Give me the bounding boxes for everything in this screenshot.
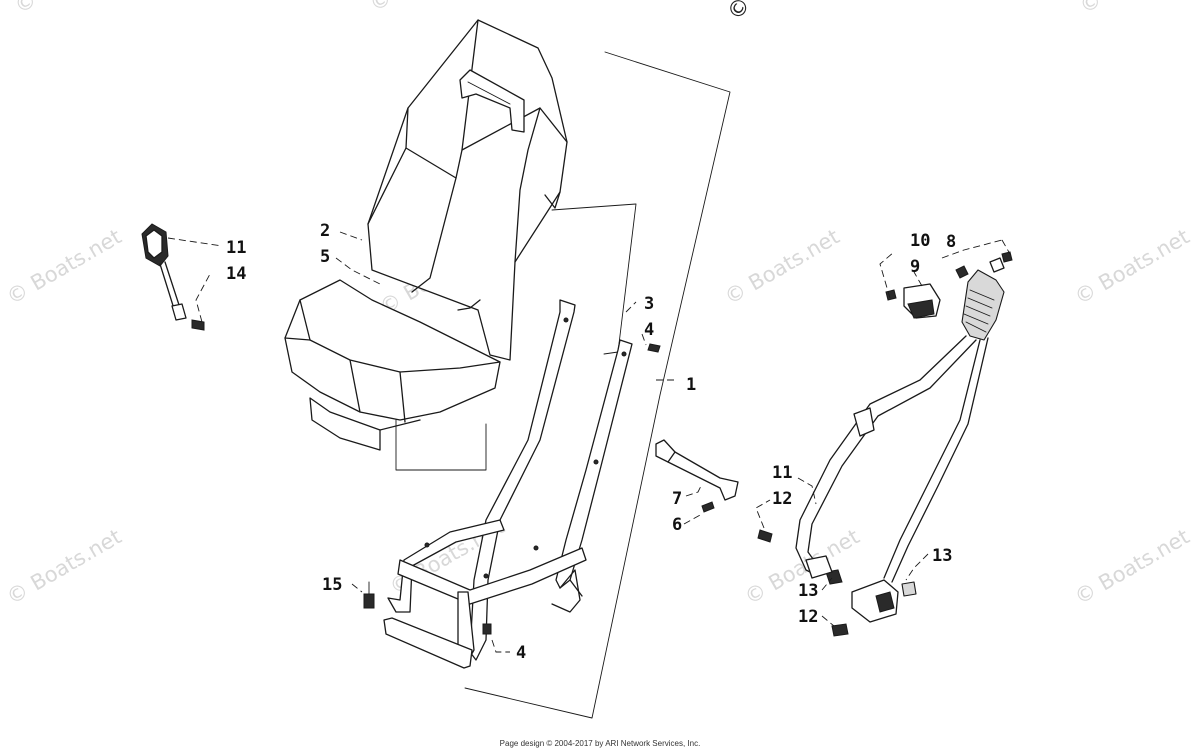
watermark: © Boats.net	[11, 0, 134, 18]
callout-4: 4	[644, 320, 654, 340]
bolt-15	[363, 581, 375, 609]
buckle-stalk	[141, 223, 205, 331]
screw-6	[701, 501, 715, 513]
callout-1: 1	[686, 375, 696, 395]
callout-7: 7	[672, 489, 682, 509]
watermark: © Boats.net	[366, 0, 489, 16]
callout-11: 11	[772, 463, 792, 483]
mounting-bracket	[655, 439, 739, 501]
watermark: © Boats.net	[1071, 524, 1194, 609]
seat-belt-retractor	[795, 251, 1013, 623]
watermark: © Boats.net	[3, 224, 126, 309]
callout-13: 13	[932, 546, 952, 566]
seat-cushion	[284, 279, 501, 471]
bolt-4b	[482, 623, 492, 635]
watermark: © Boats.net	[721, 224, 844, 309]
callout-2: 2	[320, 221, 330, 241]
leader-lines	[167, 231, 1011, 653]
callout-12: 12	[798, 607, 818, 627]
callout-5: 5	[320, 247, 330, 267]
nut-13b	[901, 581, 917, 597]
watermark: © Boats.net	[1071, 224, 1194, 309]
bolt-4a	[647, 343, 661, 353]
callout-4: 4	[516, 643, 526, 663]
bolt-12b	[831, 623, 849, 637]
callout-6: 6	[672, 515, 682, 535]
callout-8: 8	[946, 232, 956, 252]
callout-11: 11	[226, 238, 246, 258]
copyright-mark: ©	[723, 0, 756, 25]
watermark: © Boats.net	[3, 524, 126, 609]
footer-credit: Page design © 2004-2017 by ARI Network S…	[500, 739, 701, 748]
callout-14: 14	[226, 264, 246, 284]
watermark: © Boats.net	[1076, 0, 1199, 18]
seat-back	[367, 19, 568, 361]
callout-group: 1 2 3 4 4 5 6 7 8 9 10 11 11 12 12 13 13…	[226, 221, 956, 663]
bolt-12a	[757, 529, 773, 543]
callout-15: 15	[322, 575, 342, 595]
callout-13: 13	[798, 581, 818, 601]
callout-9: 9	[910, 257, 920, 277]
assembly-bracket	[464, 51, 731, 719]
callout-10: 10	[910, 231, 930, 251]
seat-frame	[383, 299, 633, 669]
callout-3: 3	[644, 294, 654, 314]
mount-outline	[551, 203, 637, 355]
callout-12: 12	[772, 489, 792, 509]
